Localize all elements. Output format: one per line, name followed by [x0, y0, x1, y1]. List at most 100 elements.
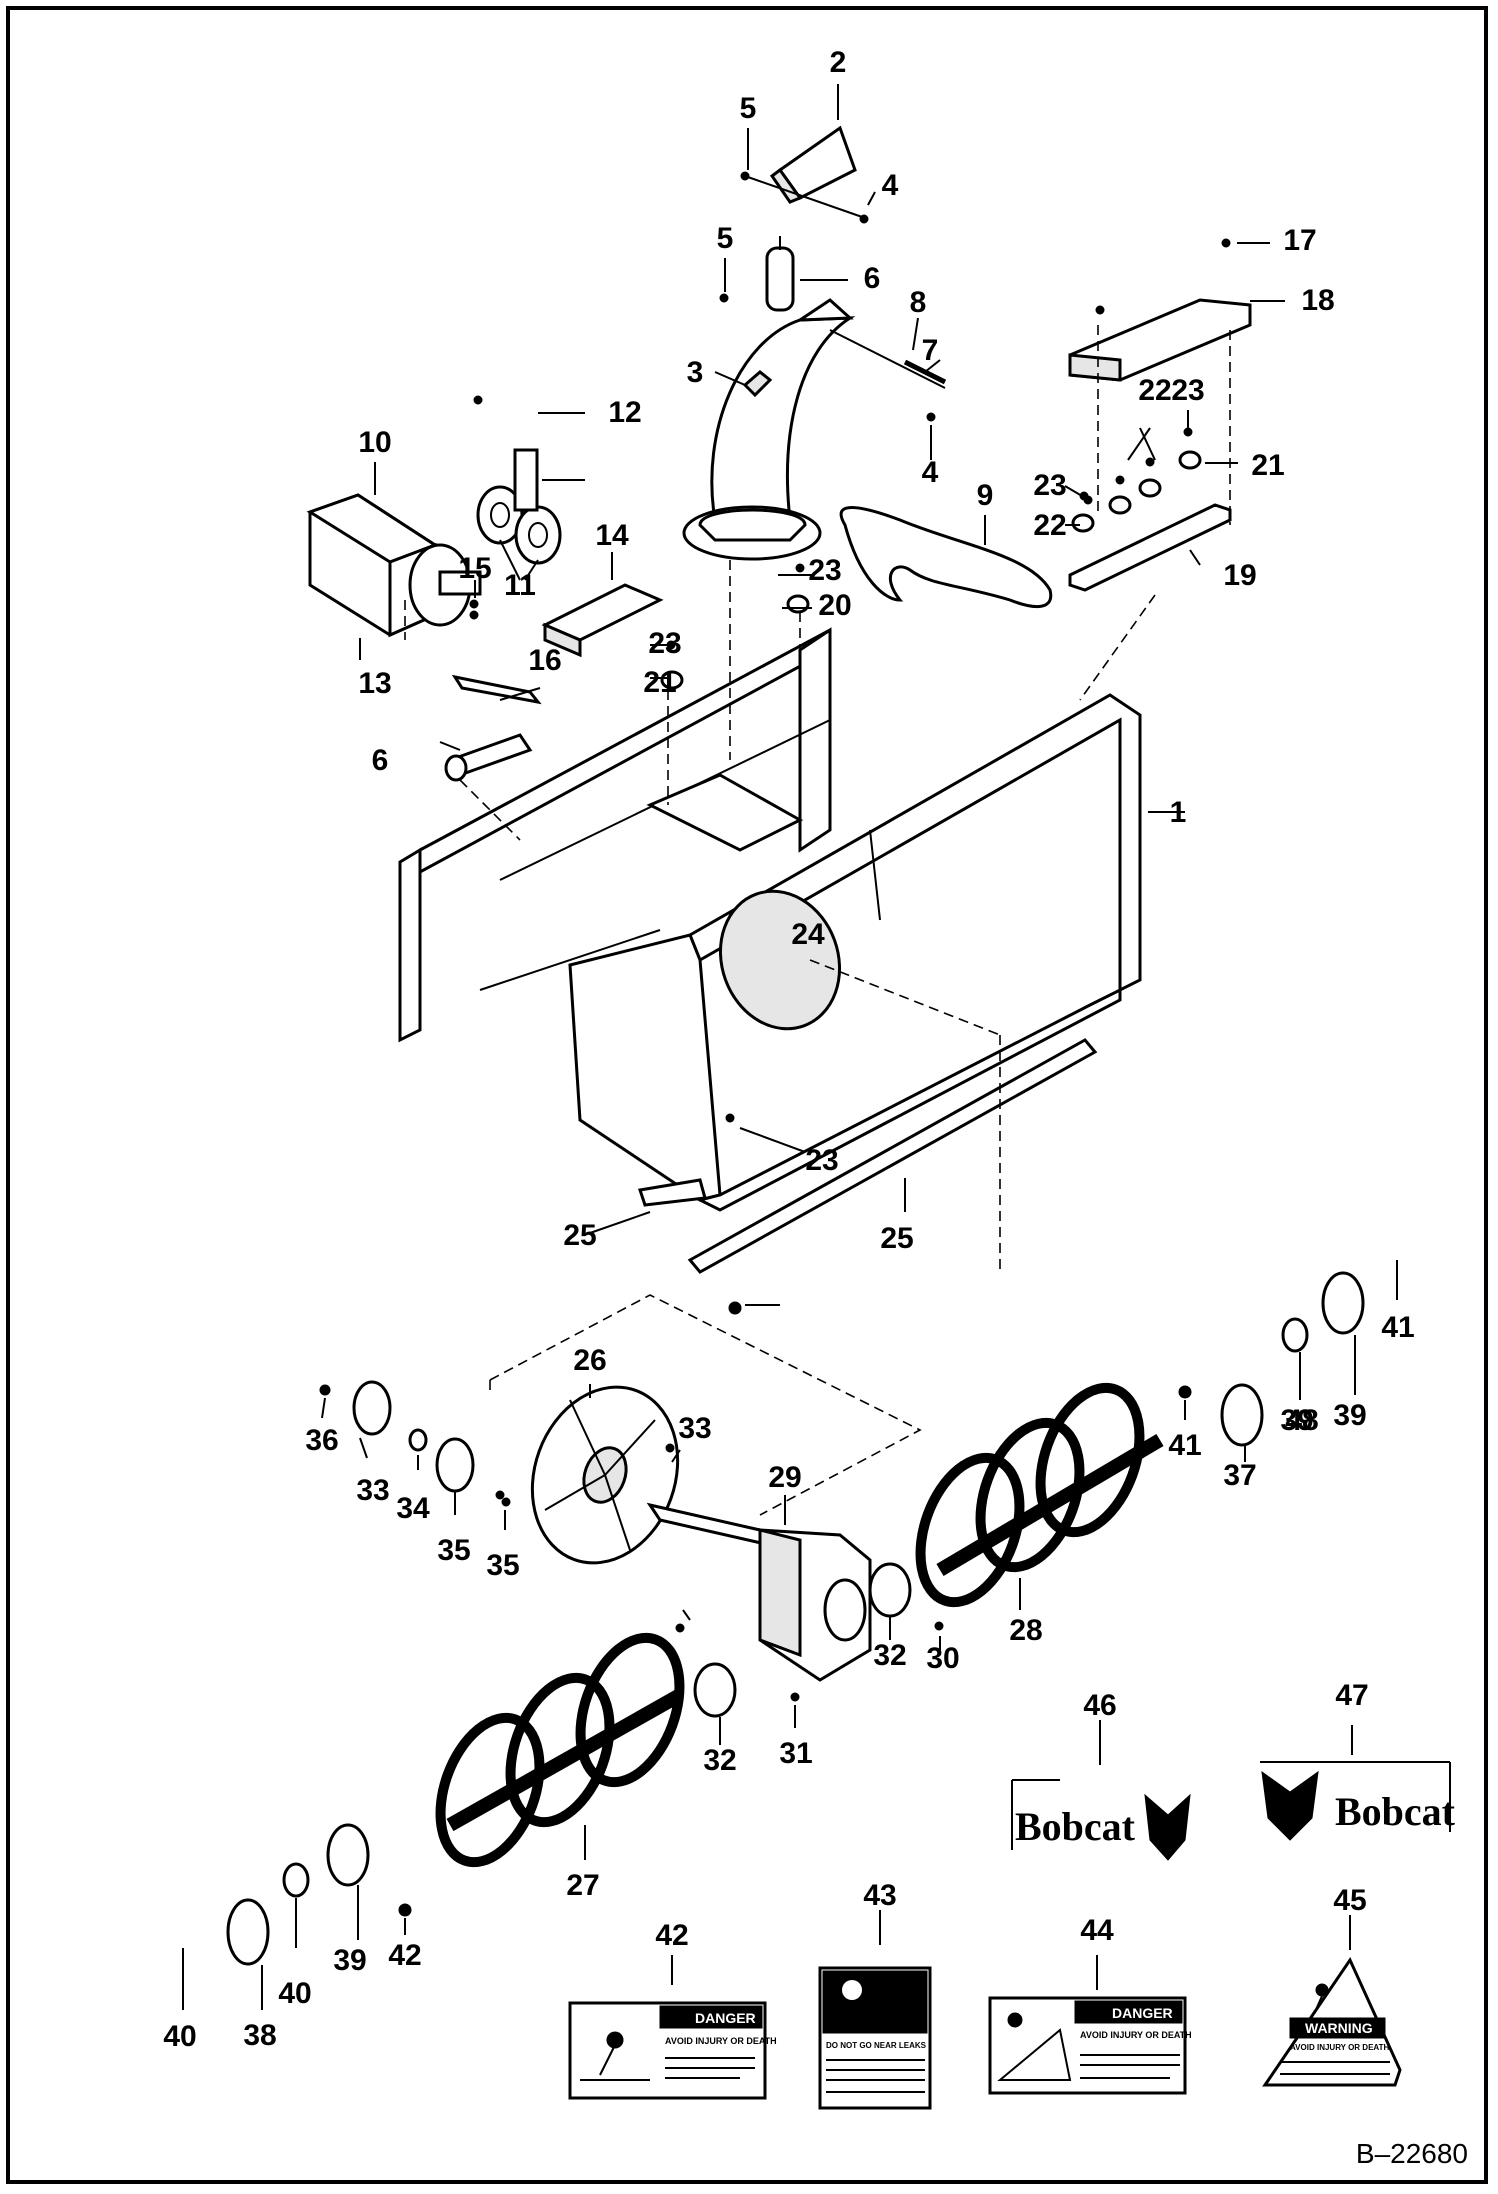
decal-46: WARNING AVOID INJURY OR DEATH	[1262, 1956, 1402, 2087]
callout-39: 39	[1280, 1404, 1313, 1437]
cutting-edge	[687, 1038, 1098, 1274]
bushing-right	[868, 1562, 912, 1618]
discharge-spout	[682, 298, 856, 561]
flange-39b	[1321, 1271, 1365, 1335]
auger-left	[435, 1632, 685, 1868]
drive-belt	[839, 506, 1053, 609]
callout-22: 22	[1033, 509, 1066, 542]
callout-32: 32	[703, 1744, 736, 1777]
callout-23: 23	[648, 627, 681, 660]
bushing-left	[693, 1662, 737, 1718]
callout-45: 45	[1333, 1884, 1366, 1917]
callout-10: 10	[358, 426, 391, 459]
callout-41: 41	[1168, 1429, 1201, 1462]
callout-6: 6	[372, 744, 389, 777]
callout-23: 23	[805, 1144, 838, 1177]
bearing-40a	[1281, 1317, 1309, 1353]
callout-39: 39	[1333, 1399, 1366, 1432]
callout-46: 46	[1083, 1689, 1116, 1722]
callout-38: 38	[243, 2019, 276, 2052]
callout-17: 17	[1283, 224, 1316, 257]
decal-43: DANGER AVOID INJURY OR DEATH	[568, 2001, 777, 2100]
callout-23: 23	[1033, 469, 1066, 502]
callout-27: 27	[566, 1869, 599, 1902]
callout-34: 34	[396, 1492, 430, 1525]
skid-shoe	[638, 1178, 707, 1207]
isolator-a	[1071, 513, 1095, 533]
decal-45: DANGER AVOID INJURY OR DEATH	[988, 1996, 1192, 2095]
flange-35b	[435, 1437, 475, 1493]
isolator-b	[1108, 495, 1132, 515]
callout-31: 31	[779, 1737, 812, 1770]
callout-6: 6	[864, 262, 881, 295]
callout-39: 39	[333, 1944, 366, 1977]
callout-23: 23	[1171, 374, 1204, 407]
callout-40: 40	[278, 1977, 311, 2010]
impeller	[530, 1385, 680, 1565]
callout-4: 4	[922, 456, 939, 489]
callout-20: 20	[818, 589, 851, 622]
callout-42: 42	[388, 1939, 421, 1972]
callout-5: 5	[740, 92, 757, 125]
svg-text:DO NOT GO NEAR LEAKS: DO NOT GO NEAR LEAKS	[826, 2041, 927, 2050]
sprockets	[476, 485, 562, 565]
callout-14: 14	[595, 519, 629, 552]
mount-rail	[1068, 503, 1232, 592]
fasteners	[319, 171, 1231, 1917]
isolator-f	[660, 670, 684, 690]
bearing-36	[408, 1428, 428, 1452]
callout-28: 28	[1009, 1614, 1042, 1647]
callout-9: 9	[977, 479, 994, 512]
callout-33: 33	[356, 1474, 389, 1507]
callout-18: 18	[1301, 284, 1334, 317]
callout-42: 42	[655, 1919, 688, 1952]
callout-2: 2	[830, 46, 847, 79]
callout-5: 5	[717, 222, 734, 255]
decal-47: Bobcat	[1011, 1779, 1191, 1861]
callout-21: 21	[1251, 449, 1284, 482]
callout-3: 3	[687, 356, 704, 389]
drawing-number: B–22680	[1355, 2138, 1468, 2169]
decal-48-brand: Bobcat	[1335, 1789, 1456, 1834]
callout-40: 40	[163, 2020, 196, 2053]
callout-15: 15	[458, 552, 491, 585]
callout-19: 19	[1223, 559, 1256, 592]
isolator-e	[786, 594, 810, 614]
callout-23: 23	[808, 554, 841, 587]
chute-deflector	[744, 125, 866, 219]
callout-35: 35	[437, 1534, 470, 1567]
callout-7: 7	[922, 334, 939, 367]
gearbox	[646, 1502, 872, 1682]
svg-text:AVOID INJURY OR DEATH: AVOID INJURY OR DEATH	[665, 2036, 777, 2046]
leader-lines	[182, 84, 1398, 2010]
callout-44: 44	[1080, 1914, 1114, 1947]
callout-21: 21	[643, 666, 676, 699]
callout-12: 12	[608, 396, 641, 429]
callout-8: 8	[910, 286, 927, 319]
callout-26: 26	[573, 1344, 606, 1377]
isolator-d	[1178, 450, 1202, 470]
flange-39d	[326, 1823, 370, 1887]
callout-32: 32	[873, 1639, 906, 1672]
svg-text:DANGER: DANGER	[695, 2010, 756, 2026]
callout-labels: 1234455667891011121314151617181920212122…	[163, 46, 1414, 2053]
auger-right	[915, 1382, 1164, 1608]
flange-39a	[1220, 1383, 1264, 1447]
decal-48: Bobcat	[1260, 1761, 1456, 1841]
callout-29: 29	[768, 1461, 801, 1494]
callout-47: 47	[1335, 1679, 1368, 1712]
callout-1: 1	[1170, 796, 1187, 829]
callout-4: 4	[882, 169, 899, 202]
callout-36: 36	[305, 1424, 338, 1457]
callout-41: 41	[1381, 1311, 1414, 1344]
flange-35a	[352, 1380, 392, 1436]
diagram-border	[6, 6, 1488, 2184]
drive-chain	[513, 448, 539, 512]
decal-44: DO NOT GO NEAR LEAKS	[818, 1966, 932, 2110]
callout-37: 37	[1223, 1459, 1256, 1492]
svg-text:WARNING: WARNING	[1305, 2020, 1373, 2036]
blower-housing	[398, 627, 1142, 1212]
bearing-40b	[282, 1862, 310, 1898]
